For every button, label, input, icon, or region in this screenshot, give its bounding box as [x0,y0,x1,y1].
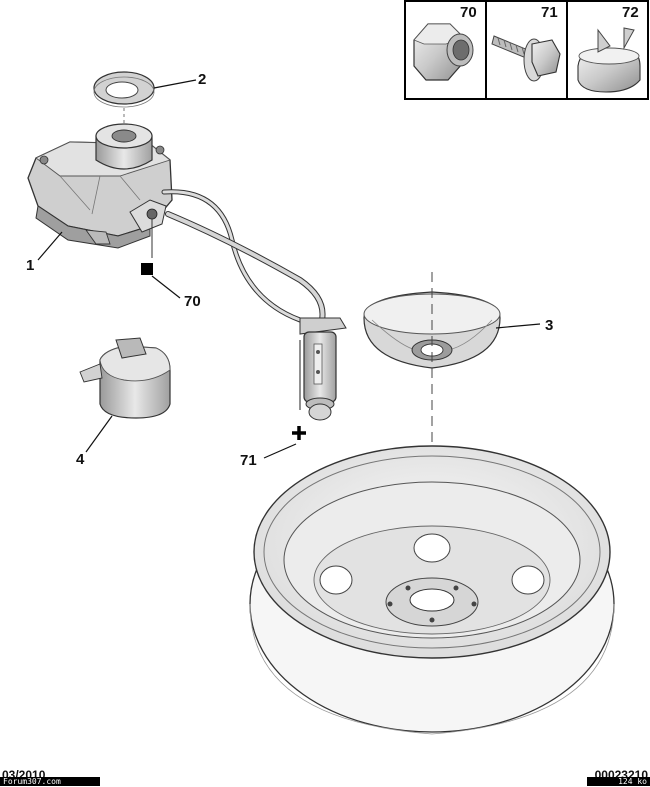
callout-1: 1 [26,257,34,274]
part-1-winch-housing [27,123,173,258]
kit-label-70: 70 [460,4,477,21]
part-4-cover [79,337,171,419]
footer-site-label: Forum307.com [0,777,100,786]
callout-70: 70 [184,293,201,310]
winch-cable [161,189,326,323]
footer-size-label: 124 ko [587,777,650,786]
kit-label-72: 72 [622,4,639,21]
callout-71: 71 [240,452,257,469]
part-2-ring [93,71,155,126]
screw-icon [491,35,561,82]
fastener-kit-box: 70 71 72 [404,0,649,100]
kit-label-71: 71 [541,4,558,21]
callout-3: 3 [545,317,553,334]
clip-icon [577,27,641,93]
plus-marker-71 [292,426,306,440]
callout-2: 2 [198,71,206,88]
nut-icon [413,23,474,81]
cable-end-fitting [299,317,347,421]
square-marker-70 [141,263,153,275]
spare-wheel [249,445,615,735]
leader-lines [37,79,541,459]
callout-4: 4 [76,451,85,468]
